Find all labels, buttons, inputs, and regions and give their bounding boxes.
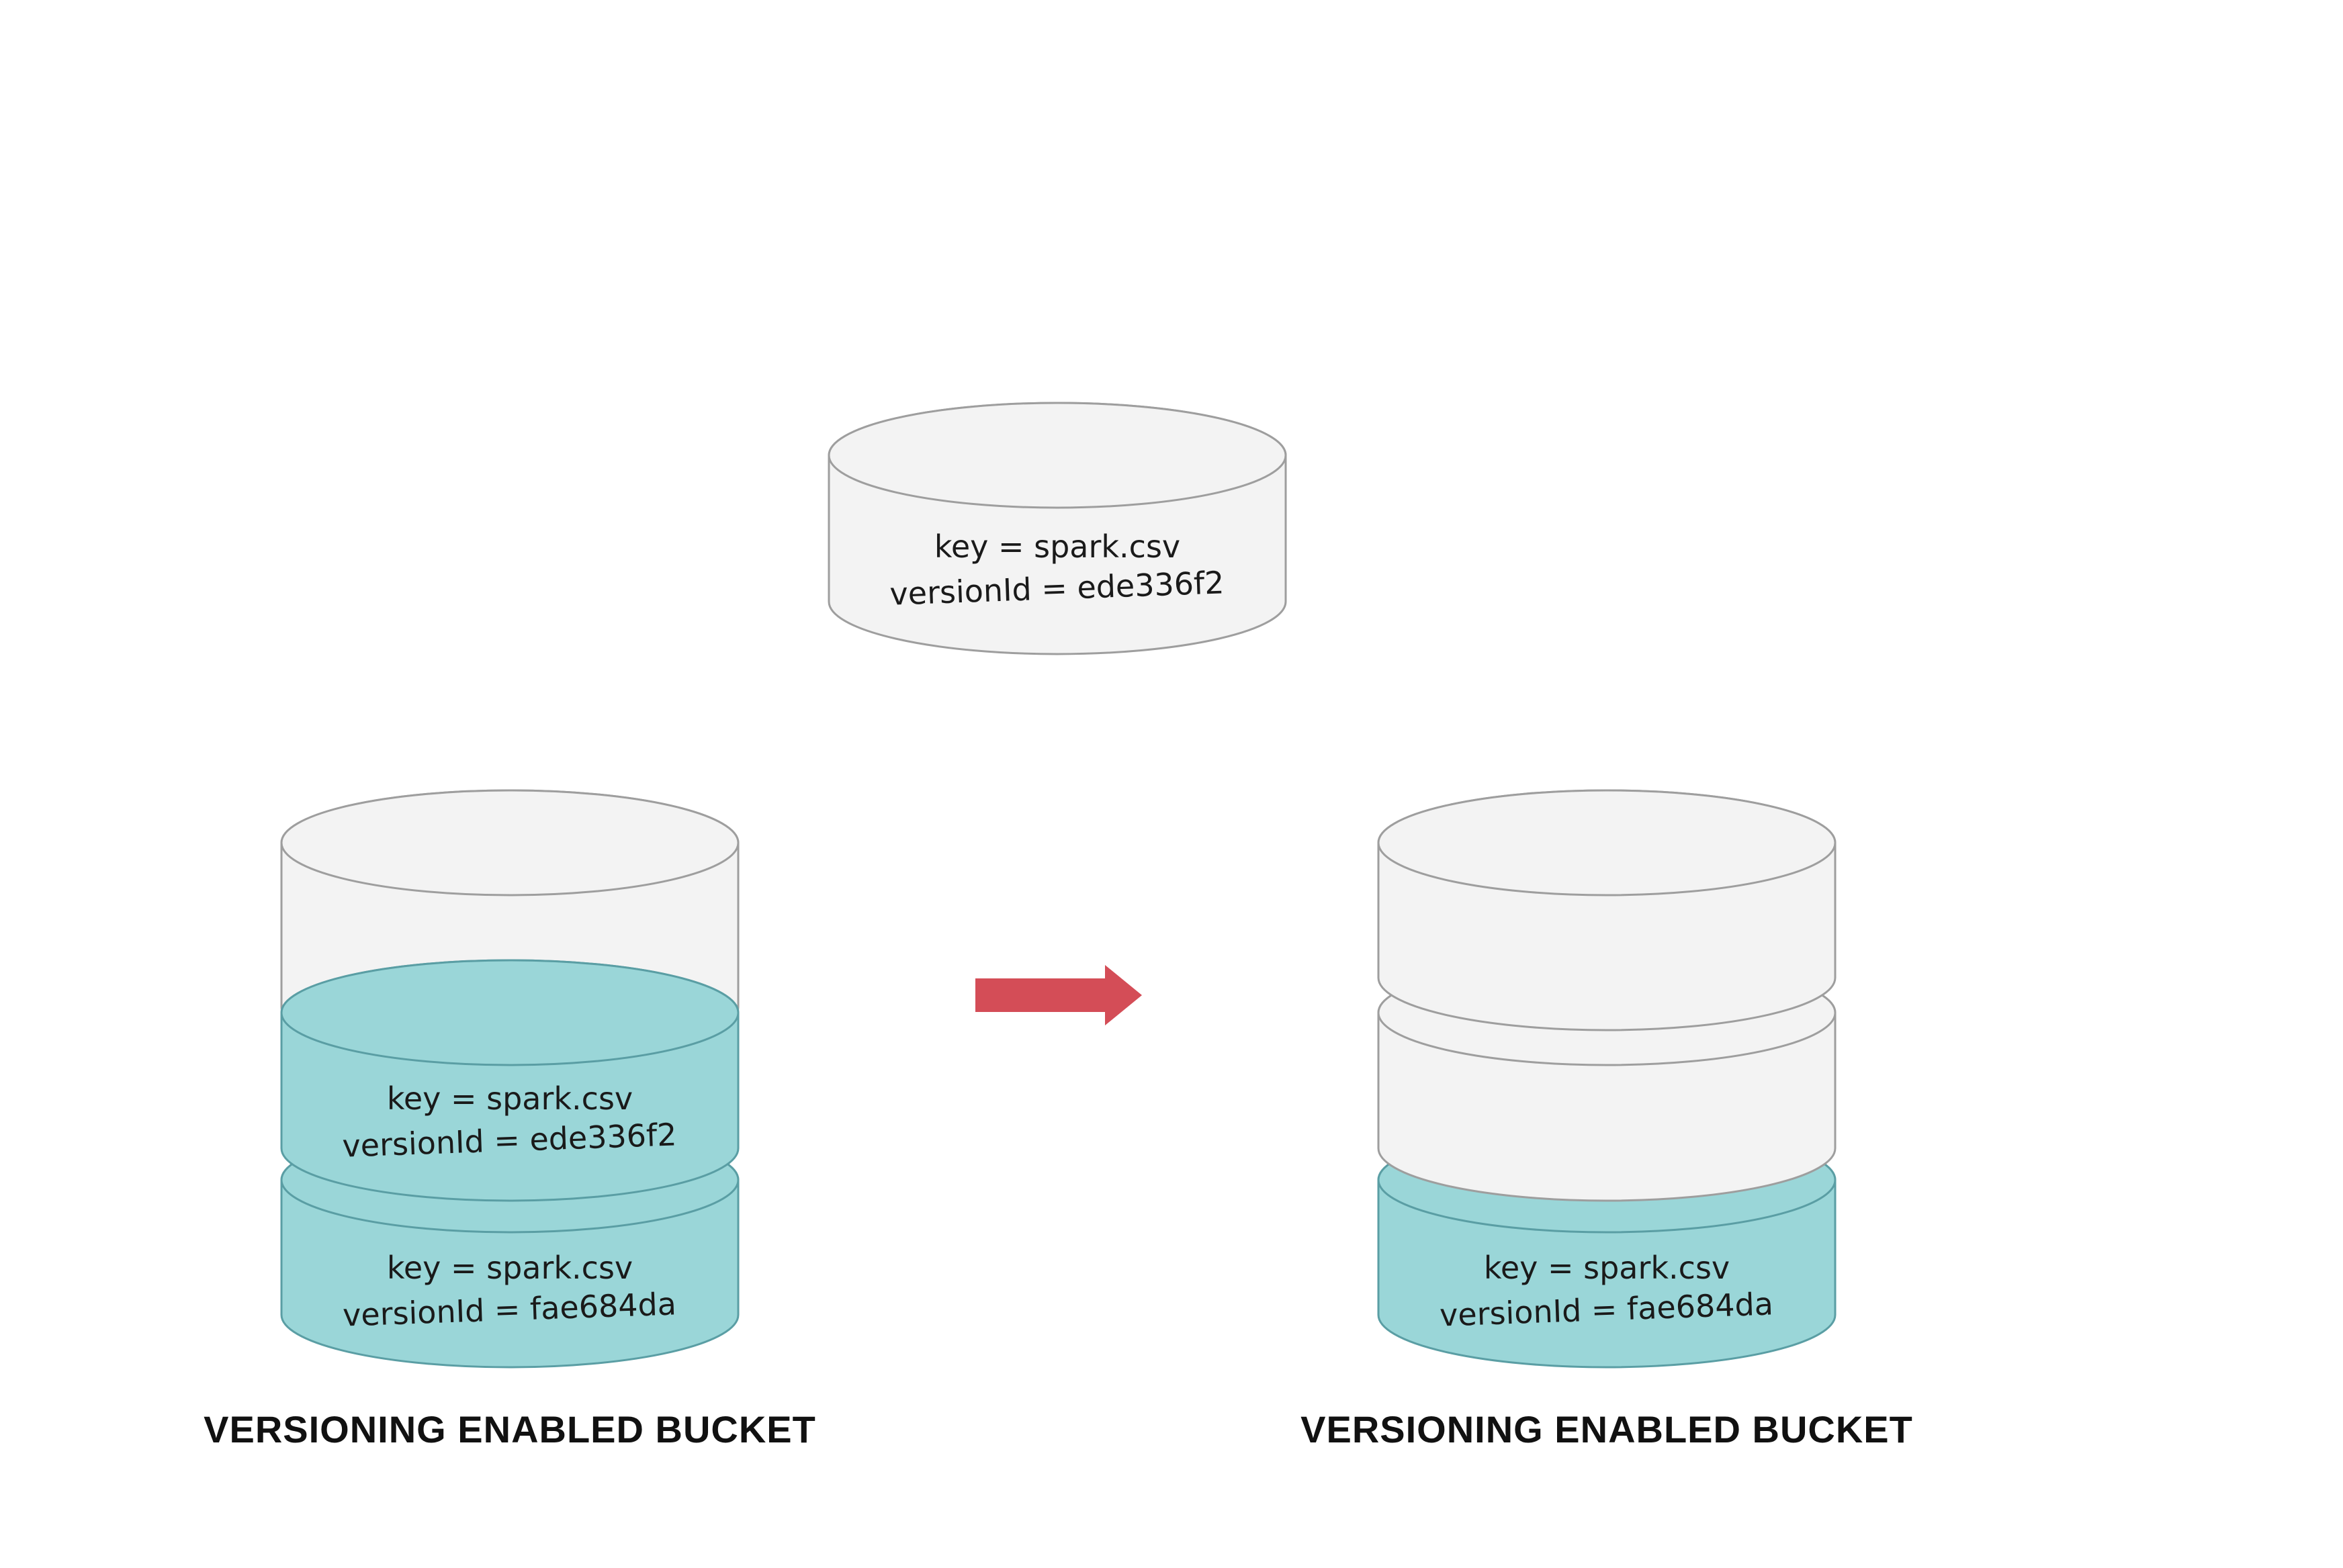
right-bucket-caption: VERSIONING ENABLED BUCKET: [1300, 1408, 1913, 1450]
right-arrow-icon: [975, 965, 1142, 1025]
left-bucket-caption: VERSIONING ENABLED BUCKET: [204, 1408, 816, 1450]
left-top-version-key: key = spark.csv: [387, 1080, 633, 1117]
right-bottom-version-key: key = spark.csv: [1484, 1250, 1730, 1286]
incoming-object-cylinder: key = spark.csv versionId = ede336f2: [828, 402, 1287, 655]
left-bucket: key = spark.csv versionId = fae684da key…: [204, 789, 816, 1450]
incoming-object-key: key = spark.csv: [934, 528, 1180, 565]
right-bucket: key = spark.csv versionId = fae684da VER…: [1300, 789, 1913, 1450]
left-bottom-version-key: key = spark.csv: [387, 1250, 633, 1286]
left-bucket-version-ede336f2: key = spark.csv versionId = ede336f2: [280, 959, 740, 1202]
right-bucket-top-layer: [1377, 789, 1837, 1031]
